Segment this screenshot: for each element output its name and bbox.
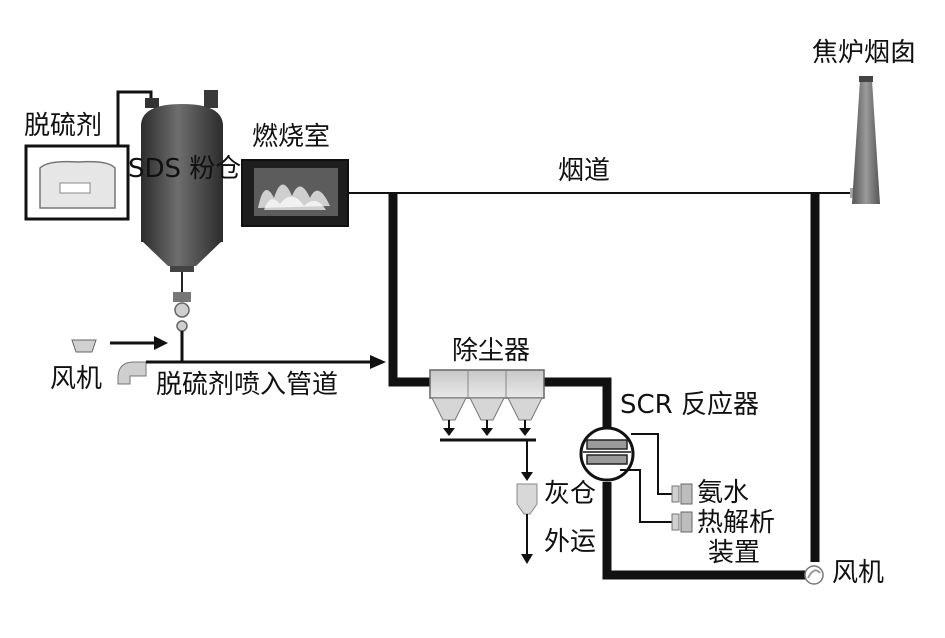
scr-reactor-label: SCR 反应器: [620, 390, 759, 420]
external-transport-label: 外运: [544, 527, 597, 557]
ammonia-line: [631, 433, 672, 495]
fan-right-label: 风机: [832, 558, 885, 588]
combustion-chamber-label: 燃烧室: [252, 122, 331, 152]
chimney: [852, 76, 880, 204]
dust-collector-label: 除尘器: [452, 336, 531, 366]
pyrolysis-device-label-1: 热解析: [697, 508, 776, 538]
ammonia-water-label: 氨水: [697, 478, 750, 508]
flue-label: 烟道: [558, 156, 611, 186]
scr-reactor: [579, 426, 635, 482]
feed-line: [116, 90, 153, 146]
rotary-valve: [173, 272, 191, 362]
combustion-chamber-box: [241, 159, 349, 227]
injection-pipe-label: 脱硫剂喷入管道: [156, 370, 339, 400]
duct-to-scr: [544, 377, 612, 427]
duct-to-dust-collector: [388, 193, 430, 387]
duct-to-fan: [602, 482, 810, 580]
sds-silo: [141, 90, 223, 272]
ash-silo-label: 灰仓: [544, 479, 597, 509]
desulfurizer-label: 脱硫剂: [24, 111, 103, 141]
sds-silo-label: SDS 粉仓: [128, 154, 242, 184]
pyrolysis-device-icon: [671, 511, 693, 533]
pyrolysis-line: [620, 469, 672, 523]
fan-left-label: 风机: [50, 364, 103, 394]
fan-left-icon: [71, 339, 147, 385]
ammonia-tank-icon: [671, 483, 693, 505]
desulfurizer-bag-icon: [24, 144, 130, 221]
ash-discharge: [516, 440, 538, 564]
pyrolysis-device-label-2: 装置: [708, 538, 761, 568]
dust-collector: [429, 369, 545, 442]
coke-oven-chimney-label: 焦炉烟囱: [812, 38, 917, 68]
fan-right-icon: [804, 565, 824, 585]
